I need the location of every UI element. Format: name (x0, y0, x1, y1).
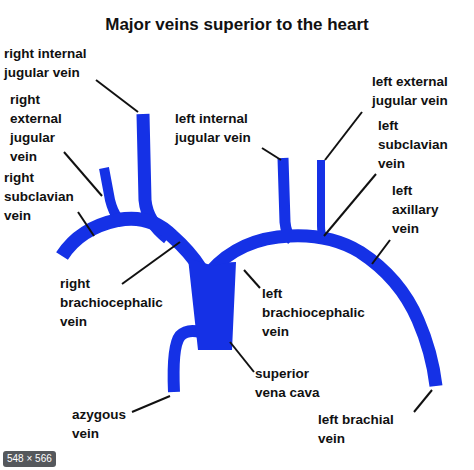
leader-line (230, 342, 254, 372)
vein-label: left internal jugular vein (175, 109, 275, 147)
vein-label: left brachiocephalic vein (262, 284, 374, 341)
leader-line (244, 270, 260, 288)
watermark: 548 × 566 (3, 451, 56, 467)
vein-label: azygous vein (72, 405, 138, 443)
leader-line (325, 112, 362, 160)
vein-label: left subclavian vein (378, 116, 463, 173)
vein-label: right brachiocephalic vein (60, 274, 172, 331)
leader-line (132, 396, 170, 412)
vein-label: right internal jugular vein (4, 44, 104, 82)
diagram-title: Major veins superior to the heart (0, 14, 474, 36)
leader-line (78, 212, 94, 236)
leader-line (372, 240, 390, 264)
leader-line (324, 174, 376, 236)
vein-superior-vena-cava (188, 258, 236, 350)
vein-label: left external jugular vein (372, 72, 470, 110)
vein-label: left brachial vein (318, 410, 410, 448)
vein-label: right external jugular vein (10, 90, 76, 166)
leader-line (122, 242, 180, 284)
leader-line (262, 148, 281, 160)
vein-label: right subclavian vein (4, 168, 84, 225)
vein-label: left axillary vein (392, 181, 454, 238)
vein-label: superior vena cava (255, 364, 335, 402)
vein-left-arm (210, 236, 436, 386)
vein-left-internal-jugular (283, 158, 292, 240)
leader-line (414, 390, 432, 412)
leader-line (96, 80, 138, 112)
vein-left-external-jugular (321, 160, 324, 238)
vein-right-external-jugular (104, 168, 118, 218)
